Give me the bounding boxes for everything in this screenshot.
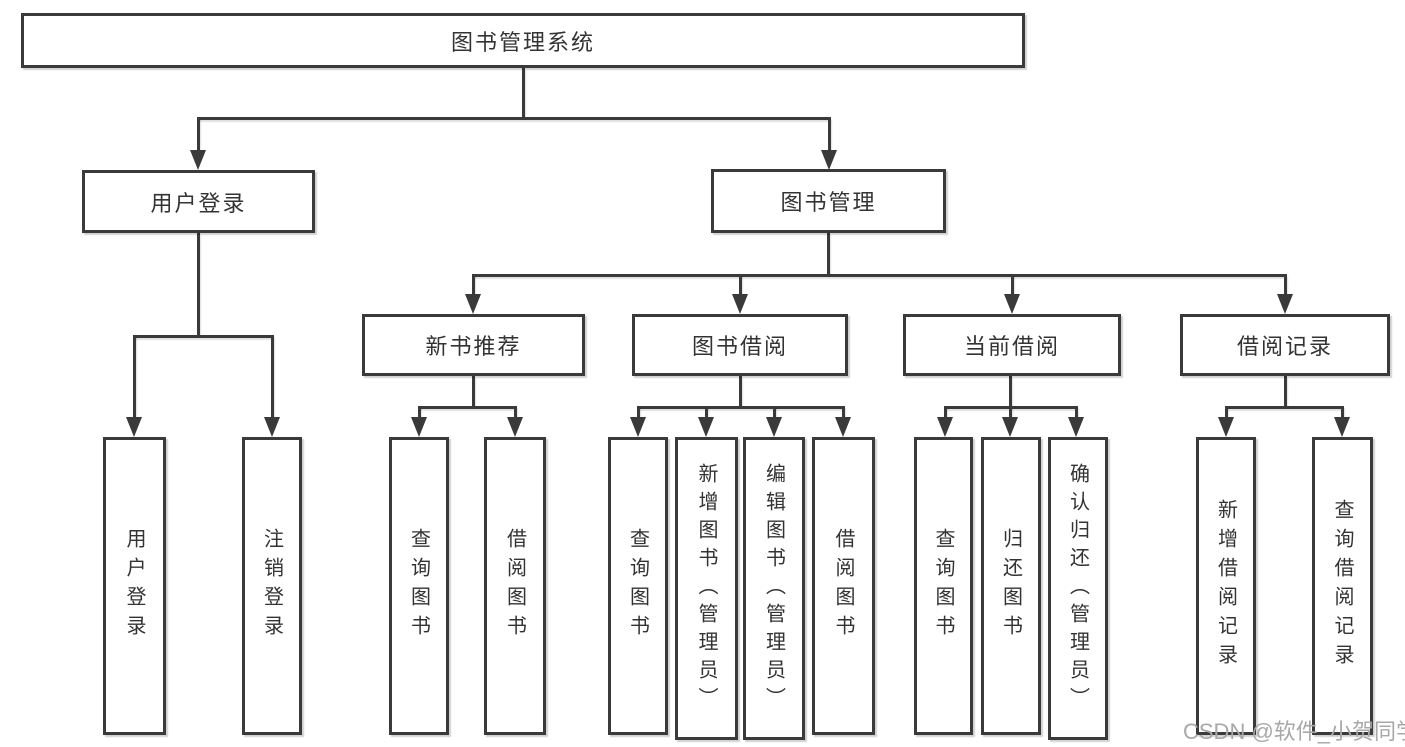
node-borrow-records: 借阅记录 [1180, 314, 1390, 376]
leaf-query-books-borrowing: 查询图书 [608, 437, 668, 735]
connector-vertical-line [196, 233, 200, 335]
arrow-shaft [1283, 274, 1287, 298]
arrow-down-icon [835, 417, 851, 437]
arrow-shaft [841, 406, 845, 421]
arrow-down-icon [507, 417, 523, 437]
leaf-query-books-recommend: 查询图书 [389, 437, 449, 735]
connector-horizontal-line [473, 274, 1285, 277]
arrow-shaft [772, 406, 776, 421]
arrow-shaft [943, 406, 947, 421]
leaf-borrow-books-borrowing: 借阅图书 [812, 437, 875, 735]
connector-vertical-line [738, 376, 742, 406]
leaf-logout: 注销登录 [242, 437, 302, 735]
leaf-confirm-return-admin: 确认归还（管理员） [1048, 437, 1108, 740]
arrow-shaft [417, 406, 421, 421]
connector-horizontal-line [638, 406, 844, 409]
connector-horizontal-line [134, 335, 272, 338]
arrow-down-icon [1334, 417, 1350, 437]
arrow-shaft [636, 406, 640, 421]
node-book-management: 图书管理 [711, 169, 946, 233]
connector-vertical-line [1283, 376, 1287, 406]
arrow-down-icon [1068, 417, 1084, 437]
leaf-borrow-books-recommend: 借阅图书 [484, 437, 546, 735]
leaf-edit-book-admin: 编辑图书（管理员） [743, 437, 805, 740]
connector-vertical-line [826, 233, 830, 274]
arrow-shaft [270, 335, 274, 421]
arrow-down-icon [821, 150, 837, 170]
leaf-query-books-current: 查询图书 [914, 437, 973, 735]
arrow-down-icon [1277, 294, 1293, 314]
arrow-shaft [827, 117, 831, 154]
connector-horizontal-line [419, 406, 515, 409]
arrow-shaft [132, 335, 136, 421]
arrow-down-icon [732, 294, 748, 314]
leaf-add-borrow-record: 新增借阅记录 [1196, 437, 1256, 735]
arrow-down-icon [1218, 417, 1234, 437]
csdn-watermark: CSDN @软件_小贺同学 [1183, 719, 1405, 744]
connector-vertical-line [521, 68, 525, 117]
arrow-shaft [738, 274, 742, 298]
arrow-down-icon [465, 294, 481, 314]
arrow-shaft [1224, 406, 1228, 421]
arrow-down-icon [264, 417, 280, 437]
connector-horizontal-line [198, 117, 829, 120]
arrow-down-icon [190, 150, 206, 170]
arrow-shaft [471, 274, 475, 298]
node-library-management-system: 图书管理系统 [21, 13, 1025, 68]
leaf-user-login: 用户登录 [103, 437, 166, 735]
arrow-down-icon [126, 417, 142, 437]
node-new-book-recommendation: 新书推荐 [362, 314, 585, 376]
connector-vertical-line [471, 376, 475, 406]
leaf-return-book: 归还图书 [981, 437, 1041, 735]
arrow-shaft [196, 117, 200, 154]
arrow-down-icon [766, 417, 782, 437]
arrow-down-icon [1004, 294, 1020, 314]
arrow-shaft [513, 406, 517, 421]
arrow-shaft [1010, 274, 1014, 298]
arrow-down-icon [630, 417, 646, 437]
leaf-query-borrow-record: 查询借阅记录 [1312, 437, 1373, 735]
arrow-down-icon [411, 417, 427, 437]
node-user-login: 用户登录 [82, 170, 315, 233]
connector-horizontal-line [1226, 406, 1342, 409]
node-book-borrowing: 图书借阅 [632, 314, 848, 376]
node-current-borrowing: 当前借阅 [903, 314, 1121, 376]
arrow-shaft [704, 406, 708, 421]
connector-vertical-line [1008, 376, 1012, 406]
arrow-down-icon [1002, 417, 1018, 437]
arrow-shaft [1008, 406, 1012, 421]
arrow-down-icon [698, 417, 714, 437]
arrow-down-icon [937, 417, 953, 437]
arrow-shaft [1074, 406, 1078, 421]
arrow-shaft [1340, 406, 1344, 421]
leaf-add-book-admin: 新增图书（管理员） [675, 437, 738, 740]
